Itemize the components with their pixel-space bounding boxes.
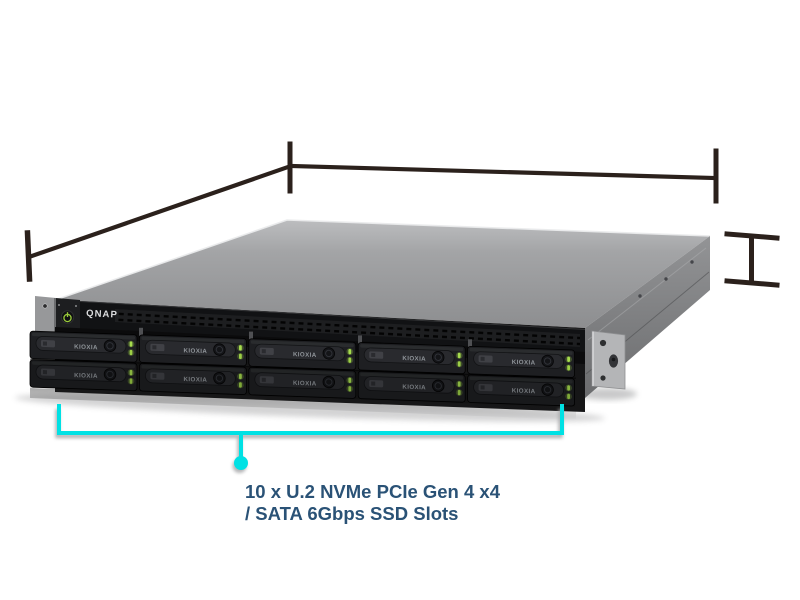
callout-bracket <box>57 404 564 470</box>
power-button <box>60 310 75 324</box>
screw-hole <box>42 303 48 309</box>
lid-edge-highlight <box>54 219 711 301</box>
callout-pointer-dot <box>234 456 248 470</box>
side-rivet <box>690 260 694 264</box>
screw-hole <box>600 375 606 381</box>
screw-hole <box>58 304 60 306</box>
power-section <box>56 298 80 332</box>
height-i-beam <box>724 231 780 288</box>
chassis-top <box>55 220 710 328</box>
drive-bay <box>29 330 576 407</box>
bay-dividers <box>139 327 472 348</box>
front-strip: QNAP <box>79 301 586 353</box>
callout-text-line2: / SATA 6Gbps SSD Slots <box>245 503 458 524</box>
nas-chassis: QNAP <box>29 219 711 420</box>
depth-diagonal-line <box>26 164 291 260</box>
floor-reflection <box>30 388 576 420</box>
side-rivet <box>664 277 668 281</box>
drive-tray-2 <box>138 334 247 367</box>
drive-tray-3 <box>248 338 357 371</box>
width-line <box>288 163 717 181</box>
dimension-lines <box>24 141 780 288</box>
screw-hole <box>599 339 607 347</box>
drive-tray-1 <box>29 330 138 363</box>
drive-tray-4 <box>357 341 466 375</box>
drive-tray-5 <box>467 345 576 379</box>
brand-logo: QNAP <box>86 308 118 321</box>
rack-ear-right <box>591 330 626 390</box>
side-rivet <box>638 294 642 298</box>
callout-text-line1: 10 x U.2 NVMe PCIe Gen 4 x4 <box>245 481 501 502</box>
screw-hole <box>75 305 77 307</box>
